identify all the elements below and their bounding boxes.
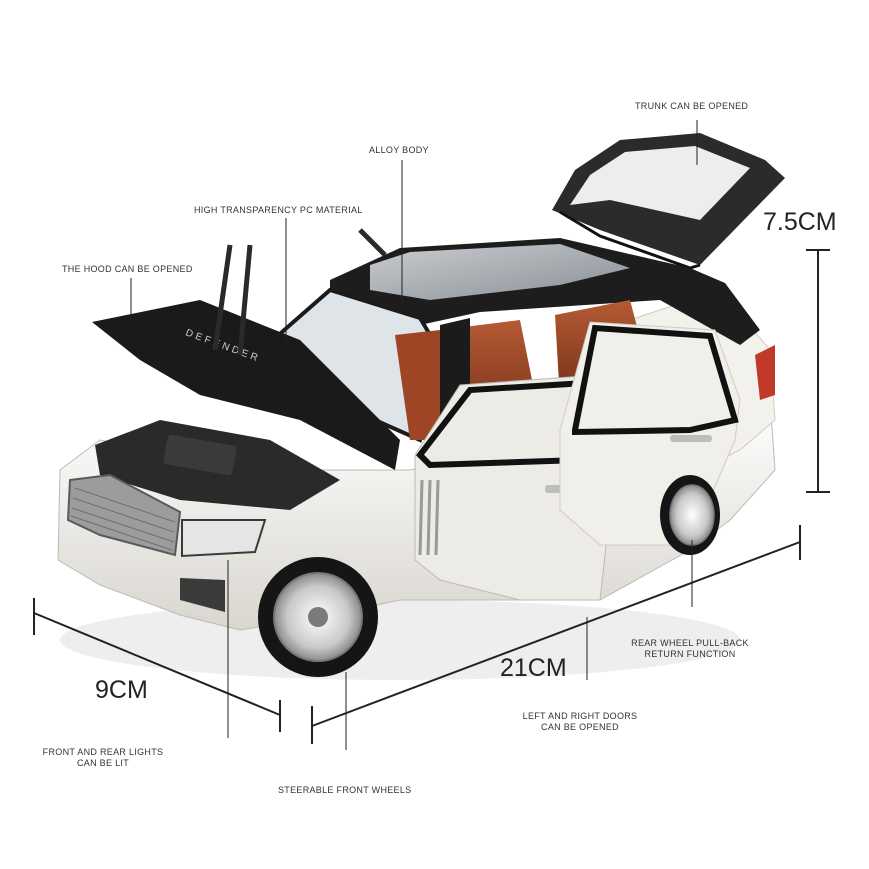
- side-vent: [418, 479, 440, 556]
- dimension-length: 21CM: [500, 654, 567, 682]
- callout-alloy-body: ALLOY BODY: [369, 145, 429, 155]
- sunroof: [370, 244, 630, 300]
- callout-lights: FRONT AND REAR LIGHTS CAN BE LIT: [33, 747, 173, 769]
- callout-rear-wheel-line2: RETURN FUNCTION: [644, 649, 736, 659]
- dimension-height: 7.5CM: [763, 208, 837, 236]
- trunk-lid: [552, 133, 785, 270]
- callout-doors-line1: LEFT AND RIGHT DOORS: [522, 711, 638, 721]
- front-wheel: [258, 557, 378, 677]
- callout-lights-line1: FRONT AND REAR LIGHTS: [42, 747, 164, 757]
- callout-rear-wheel: REAR WHEEL PULL-BACK RETURN FUNCTION: [620, 638, 760, 660]
- callout-doors: LEFT AND RIGHT DOORS CAN BE OPENED: [510, 711, 650, 733]
- car: DEFENDER: [57, 133, 785, 680]
- callout-pc-material: HIGH TRANSPARENCY PC MATERIAL: [194, 205, 363, 215]
- callout-rear-wheel-line1: REAR WHEEL PULL-BACK: [631, 638, 749, 648]
- dimension-width: 9CM: [95, 676, 148, 704]
- rear-wheel: [660, 475, 720, 555]
- hood-open: DEFENDER: [92, 228, 400, 470]
- headlight: [181, 519, 267, 558]
- callout-lines: [130, 120, 698, 750]
- tail-light: [755, 345, 775, 400]
- callout-hood: THE HOOD CAN BE OPENED: [62, 264, 193, 274]
- callout-lights-line2: CAN BE LIT: [76, 758, 129, 768]
- callout-doors-line2: CAN BE OPENED: [541, 722, 619, 732]
- callout-steerable: STEERABLE FRONT WHEELS: [278, 785, 412, 795]
- callout-trunk: TRUNK CAN BE OPENED: [635, 101, 749, 111]
- dimension-lines: [33, 249, 830, 744]
